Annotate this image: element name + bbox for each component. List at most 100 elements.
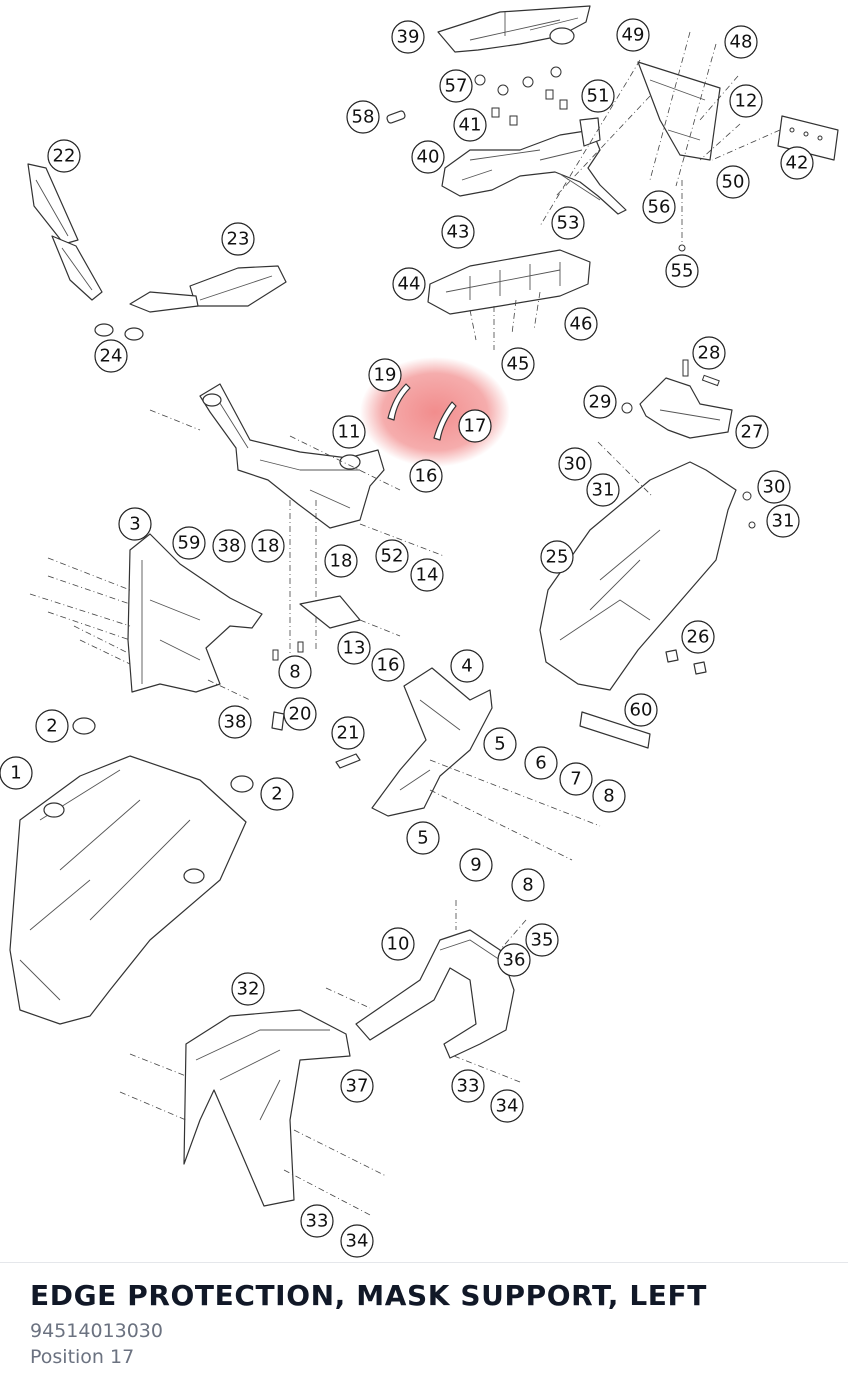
svg-text:9: 9 (470, 855, 481, 876)
callout-3[interactable]: 3 (118, 507, 152, 541)
svg-text:60: 60 (630, 700, 653, 721)
part-number: 94514013030 (30, 1320, 163, 1342)
callout-18[interactable]: 18 (251, 529, 285, 563)
callout-16b[interactable]: 16 (371, 648, 405, 682)
svg-text:24: 24 (100, 346, 123, 367)
callout-44[interactable]: 44 (392, 267, 426, 301)
svg-text:30: 30 (564, 454, 587, 475)
svg-text:59: 59 (178, 533, 201, 554)
callout-39[interactable]: 39 (391, 20, 425, 54)
callout-32[interactable]: 32 (231, 972, 265, 1006)
svg-text:3: 3 (129, 514, 140, 535)
svg-text:8: 8 (603, 786, 614, 807)
svg-text:20: 20 (289, 704, 312, 725)
callout-23[interactable]: 23 (221, 222, 255, 256)
callout-8c[interactable]: 8 (511, 868, 545, 902)
callout-16[interactable]: 16 (409, 459, 443, 493)
callout-30b[interactable]: 30 (757, 470, 791, 504)
svg-text:31: 31 (772, 511, 795, 532)
callout-42[interactable]: 42 (780, 146, 814, 180)
callout-38[interactable]: 38 (212, 529, 246, 563)
svg-text:37: 37 (346, 1076, 369, 1097)
callout-19[interactable]: 19 (368, 358, 402, 392)
svg-text:22: 22 (53, 146, 76, 167)
svg-text:56: 56 (648, 197, 671, 218)
callout-18b[interactable]: 18 (324, 544, 358, 578)
callout-60[interactable]: 60 (624, 693, 658, 727)
svg-text:13: 13 (343, 638, 366, 659)
callout-55[interactable]: 55 (665, 254, 699, 288)
callout-41[interactable]: 41 (453, 108, 487, 142)
callout-12[interactable]: 12 (729, 84, 763, 118)
callout-6[interactable]: 6 (524, 746, 558, 780)
callout-7[interactable]: 7 (559, 762, 593, 796)
svg-text:28: 28 (698, 343, 721, 364)
svg-text:5: 5 (494, 734, 505, 755)
callout-49[interactable]: 49 (616, 18, 650, 52)
svg-text:6: 6 (535, 753, 546, 774)
callout-8b[interactable]: 8 (592, 779, 626, 813)
callout-21[interactable]: 21 (331, 716, 365, 750)
svg-text:31: 31 (592, 480, 615, 501)
svg-text:19: 19 (374, 365, 397, 386)
svg-text:53: 53 (557, 213, 580, 234)
callout-29[interactable]: 29 (583, 385, 617, 419)
svg-text:17: 17 (464, 416, 487, 437)
callout-33[interactable]: 33 (451, 1069, 485, 1103)
callout-labels: 39 49 48 57 51 12 58 41 42 40 50 22 56 5… (0, 18, 814, 1258)
callout-56[interactable]: 56 (642, 190, 676, 224)
svg-text:41: 41 (459, 115, 482, 136)
callout-1[interactable]: 1 (0, 756, 33, 790)
callout-20[interactable]: 20 (283, 697, 317, 731)
callout-35[interactable]: 35 (525, 923, 559, 957)
callout-5b[interactable]: 5 (406, 821, 440, 855)
callout-48[interactable]: 48 (724, 25, 758, 59)
callout-11[interactable]: 11 (332, 415, 366, 449)
callout-17[interactable]: 17 (458, 409, 492, 443)
callout-50[interactable]: 50 (716, 165, 750, 199)
callout-27[interactable]: 27 (735, 415, 769, 449)
callout-37[interactable]: 37 (340, 1069, 374, 1103)
svg-text:44: 44 (398, 274, 421, 295)
callout-26[interactable]: 26 (681, 620, 715, 654)
callout-38b[interactable]: 38 (218, 705, 252, 739)
svg-text:40: 40 (417, 147, 440, 168)
svg-text:8: 8 (289, 662, 300, 683)
callout-36[interactable]: 36 (497, 943, 531, 977)
callout-45[interactable]: 45 (501, 347, 535, 381)
callout-13[interactable]: 13 (337, 631, 371, 665)
svg-text:58: 58 (352, 107, 375, 128)
callout-2b[interactable]: 2 (260, 777, 294, 811)
callout-52[interactable]: 52 (375, 539, 409, 573)
svg-text:52: 52 (381, 546, 404, 567)
callout-34b[interactable]: 34 (340, 1224, 374, 1258)
callout-8[interactable]: 8 (278, 655, 312, 689)
callout-5[interactable]: 5 (483, 727, 517, 761)
callout-24[interactable]: 24 (94, 339, 128, 373)
callout-22[interactable]: 22 (47, 139, 81, 173)
callout-2[interactable]: 2 (35, 709, 69, 743)
callout-57[interactable]: 57 (439, 69, 473, 103)
callout-33b[interactable]: 33 (300, 1204, 334, 1238)
callout-4[interactable]: 4 (450, 649, 484, 683)
callout-43[interactable]: 43 (441, 215, 475, 249)
callout-59[interactable]: 59 (172, 526, 206, 560)
callout-40[interactable]: 40 (411, 140, 445, 174)
callout-31[interactable]: 31 (586, 473, 620, 507)
svg-text:49: 49 (622, 25, 645, 46)
callout-58[interactable]: 58 (346, 100, 380, 134)
callout-9[interactable]: 9 (459, 848, 493, 882)
callout-51[interactable]: 51 (581, 79, 615, 113)
svg-text:25: 25 (546, 547, 569, 568)
callout-53[interactable]: 53 (551, 206, 585, 240)
callout-34[interactable]: 34 (490, 1089, 524, 1123)
callout-14[interactable]: 14 (410, 558, 444, 592)
svg-text:33: 33 (457, 1076, 480, 1097)
callout-31b[interactable]: 31 (766, 504, 800, 538)
callout-10[interactable]: 10 (381, 927, 415, 961)
callout-28[interactable]: 28 (692, 336, 726, 370)
callout-25[interactable]: 25 (540, 540, 574, 574)
callout-30[interactable]: 30 (558, 447, 592, 481)
svg-text:21: 21 (337, 723, 360, 744)
callout-46[interactable]: 46 (564, 307, 598, 341)
